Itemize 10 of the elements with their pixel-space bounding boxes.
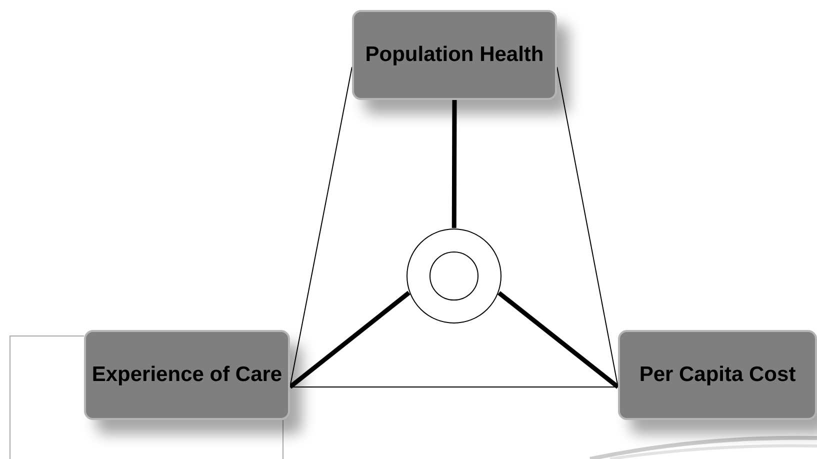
box-label: Per Capita Cost <box>639 362 796 388</box>
spoke-line <box>288 290 410 389</box>
ring-circle <box>406 228 502 324</box>
label-box <box>352 10 557 100</box>
label-box <box>84 330 290 420</box>
box-label: Experience of Care <box>92 362 282 388</box>
spoke-line <box>452 100 457 228</box>
spoke-line <box>498 291 620 389</box>
box-label: Population Health <box>365 42 544 68</box>
label-box <box>618 330 817 420</box>
